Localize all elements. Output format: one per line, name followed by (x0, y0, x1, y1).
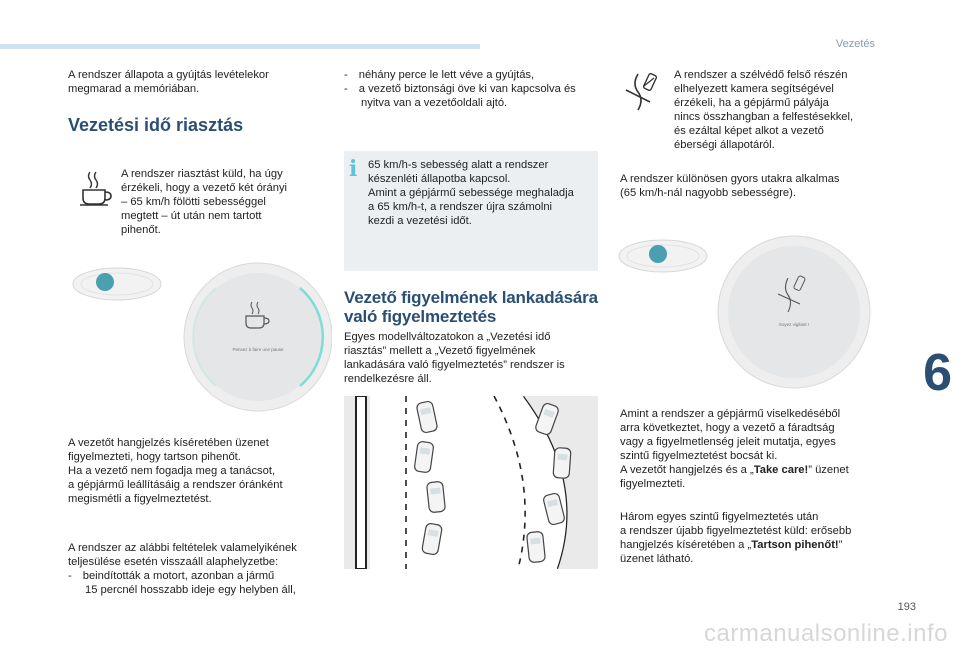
info-icon: i (349, 156, 358, 182)
first-level-warning-text: Amint a rendszer a gépjármű viselkedéséb… (620, 408, 849, 490)
coffee-cup-icon (80, 171, 112, 206)
cluster-message-break: Pensez à faire une pause (232, 347, 284, 352)
heading-driving-time-alert: Vezetési idő riasztás (68, 115, 244, 135)
camera-detection-text: A rendszer a szélvédő felső részén elhel… (674, 69, 854, 151)
cluster-message-vigilance: Soyez vigilant ! (779, 322, 809, 327)
chapter-number: 6 (923, 344, 952, 402)
heading-attention-warning: Vezető figyelmének lankadására való figy… (344, 288, 598, 326)
second-level-warning-text: Három egyes szintű figyelmeztetés után a… (620, 511, 852, 565)
reset-conditions-text: A rendszer az alábbi feltételek valamely… (68, 542, 297, 596)
instrument-cluster-break-alert: Pensez à faire une pause (72, 262, 332, 412)
intro-paragraph: A rendszer állapota a gyújtás levételeko… (68, 69, 269, 95)
section-label: Vezetés (835, 38, 875, 50)
fast-road-text: A rendszer különösen gyors utakra alkalm… (620, 173, 840, 199)
instrument-cluster-vigilance-alert: Soyez vigilant ! (618, 235, 871, 389)
reset-conditions-continued: -néhány perce le lett véve a gyújtás, -a… (344, 69, 576, 109)
watermark: carmanualsonline.info (704, 620, 948, 647)
page-number: 193 (897, 601, 916, 613)
info-box (344, 151, 598, 271)
info-box-text: 65 km/h-s sebesség alatt a rendszer kész… (368, 159, 574, 227)
lane-drift-illustration (344, 396, 598, 569)
repeat-warning-text: A vezetőt hangjelzés kíséretében üzenet … (68, 437, 283, 505)
attention-intro-text: Egyes modellváltozatokon a „Vezetési idő… (344, 331, 565, 385)
coffee-alert-text: A rendszer riasztást küld, ha úgy érzéke… (121, 168, 288, 236)
top-accent-bar (0, 44, 480, 49)
attention-warning-icon (625, 73, 658, 111)
